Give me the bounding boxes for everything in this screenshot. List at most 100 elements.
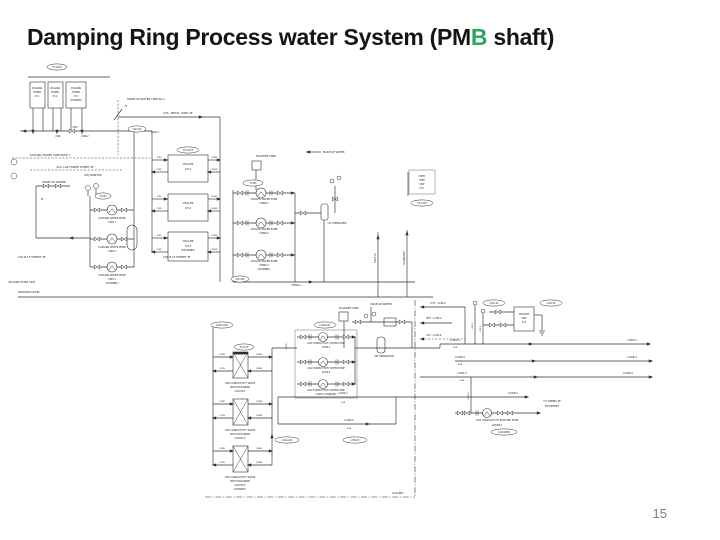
title-suffix: shaft): [487, 24, 555, 50]
svg-text:CHILLED WATER PUMP: CHILLED WATER PUMP: [251, 228, 278, 231]
svg-text:CHWP-2: CHWP-2: [259, 232, 269, 235]
svg-text:M: M: [41, 198, 43, 201]
svg-text:LCWR-4: LCWR-4: [627, 356, 637, 359]
svg-text:(STANDBY): (STANDBY): [234, 488, 246, 491]
title-prefix: Damping Ring Process water System (PM: [27, 24, 471, 50]
svg-text:TOWER: TOWER: [72, 91, 81, 94]
svg-text:CH-3: CH-3: [185, 244, 192, 248]
svg-text:LCWS: LCWS: [219, 368, 225, 370]
svg-text:HEAT EXCHANGER: HEAT EXCHANGER: [230, 386, 250, 389]
svg-text:CHWS: CHWS: [211, 196, 218, 198]
svg-text:TO TUNNEL RF: TO TUNNEL RF: [543, 400, 561, 403]
svg-text:LCWS: LCWS: [219, 415, 225, 417]
svg-text:LCWR-4: LCWR-4: [623, 372, 633, 375]
svg-text:LCWS-1: LCWS-1: [286, 341, 288, 349]
svg-text:CH-2: CH-2: [185, 206, 192, 210]
svg-text:LCWS-4: LCWS-4: [450, 339, 460, 342]
svg-text:COOLING TOWER YARD ROOF 1: COOLING TOWER YARD ROOF 1: [30, 153, 71, 157]
svg-text:CWR-1: CWR-1: [151, 131, 159, 134]
svg-text:CWS: CWS: [157, 196, 162, 198]
svg-text:CT-1: CT-1: [35, 95, 40, 98]
svg-text:CWP-1: CWP-1: [108, 221, 116, 224]
svg-text:CHILLER: CHILLER: [183, 162, 194, 166]
svg-text:LCW-0456: LCW-0456: [498, 431, 510, 434]
svg-text:65A: 65A: [460, 379, 465, 382]
svg-text:LCWR: LCWR: [219, 354, 225, 356]
svg-text:CWS: CWS: [157, 235, 162, 237]
svg-text:CW-345: CW-345: [236, 278, 246, 281]
svg-text:CWP-2: CWP-2: [108, 250, 116, 253]
svg-text:(STANDBY): (STANDBY): [106, 282, 119, 285]
svg-text:UNIT: UNIT: [419, 183, 425, 186]
svg-text:LCW-HX-1: LCW-HX-1: [235, 390, 246, 393]
svg-text:CWS: CWS: [157, 157, 162, 159]
svg-text:CW-012: CW-012: [133, 128, 143, 131]
svg-text:CF-1: CF-1: [420, 187, 426, 190]
svg-text:(STANDBY): (STANDBY): [181, 248, 195, 252]
svg-text:BLADDER TANK: BLADDER TANK: [339, 306, 359, 310]
svg-text:ACC. LAB TOWER STREET 4F: ACC. LAB TOWER STREET 4F: [56, 165, 94, 169]
svg-text:TI-345: TI-345: [249, 182, 257, 185]
svg-text:CWS: CWS: [72, 126, 78, 129]
svg-text:CHWR: CHWR: [256, 368, 263, 370]
svg-text:COOLING: COOLING: [50, 87, 60, 90]
svg-text:CHWP-3: CHWP-3: [259, 264, 269, 267]
svg-text:AIR SEPARATOR: AIR SEPARATOR: [374, 354, 394, 358]
svg-text:MAKE-UP WATER: MAKE-UP WATER: [323, 150, 345, 154]
svg-text:COOLING WATER PUMP: COOLING WATER PUMP: [98, 274, 126, 277]
svg-text:(STANDBY): (STANDBY): [70, 99, 82, 102]
svg-text:HEAT EXCHANGER: HEAT EXCHANGER: [230, 433, 250, 436]
svg-text:LCW-A-01: LCW-A-01: [281, 439, 293, 442]
svg-text:CWR: CWR: [157, 169, 162, 171]
svg-text:LCW-S: LCW-S: [472, 322, 474, 329]
svg-text:LCWS-4: LCWS-4: [627, 339, 637, 342]
svg-text:LOW CONDUCTIVITY WATER PUMP: LOW CONDUCTIVITY WATER PUMP: [307, 367, 345, 370]
svg-text:25A: 25A: [453, 346, 458, 349]
page-number: 15: [652, 506, 667, 521]
svg-text:CHWR: CHWR: [256, 415, 263, 417]
svg-text:CHILLED WATER PUMP: CHILLED WATER PUMP: [251, 198, 278, 201]
svg-text:LCW-0123: LCW-0123: [216, 324, 228, 327]
svg-text:(STANDBY): (STANDBY): [258, 268, 271, 271]
svg-text:CHEM.: CHEM.: [418, 175, 425, 178]
svg-text:LCW-02: LCW-02: [351, 439, 360, 442]
svg-text:50A: 50A: [341, 401, 346, 404]
svg-text:LCWR-2: LCWR-2: [344, 419, 354, 422]
svg-text:ION EXCH: ION EXCH: [519, 313, 530, 316]
svg-text:LCWP-3 (STANDBY): LCWP-3 (STANDBY): [316, 393, 337, 396]
svg-text:KLY : LCW-4: KLY : LCW-4: [427, 333, 442, 337]
svg-text:LCWP-1: LCWP-1: [322, 346, 331, 349]
svg-text:GALLERY: GALLERY: [392, 491, 404, 495]
svg-text:MAKE-UP WATER: MAKE-UP WATER: [370, 302, 392, 306]
svg-text:CWR: CWR: [157, 249, 162, 251]
svg-text:CT-0123: CT-0123: [52, 66, 62, 69]
svg-text:LCW-HX-2: LCW-HX-2: [235, 437, 246, 440]
svg-text:IX-1: IX-1: [522, 321, 527, 324]
svg-text:CHL B-1F STREET 4F: CHL B-1F STREET 4F: [163, 255, 191, 259]
svg-text:LCW-R: LCW-R: [480, 325, 482, 332]
svg-text:LOW CONDUCTIVITY WATER PUMP: LOW CONDUCTIVITY WATER PUMP: [307, 342, 345, 345]
svg-text:COOLING: COOLING: [32, 87, 42, 90]
svg-text:LCWR-4: LCWR-4: [455, 356, 465, 359]
svg-text:CHWR-1: CHWR-1: [291, 284, 301, 287]
svg-text:CWR-2: CWR-2: [81, 135, 89, 138]
svg-text:CHWR: CHWR: [211, 169, 218, 171]
svg-text:CH-0123: CH-0123: [183, 149, 194, 152]
svg-text:TOWER: TOWER: [33, 91, 42, 94]
svg-text:UV STERILIZER: UV STERILIZER: [328, 221, 347, 225]
svg-text:CHWR: CHWR: [256, 462, 263, 464]
svg-text:TI-012: TI-012: [99, 195, 107, 198]
svg-text:COOLING WATER PUMP: COOLING WATER PUMP: [98, 217, 126, 220]
svg-text:LOW CONDUCTIVITY WATER: LOW CONDUCTIVITY WATER: [225, 429, 256, 432]
svg-text:FEED: FEED: [419, 179, 425, 182]
title-highlight: B: [470, 24, 488, 50]
svg-text:CHWS: CHWS: [256, 354, 263, 356]
svg-text:LOW CONDUCTIVITY WATER: LOW CONDUCTIVITY WATER: [225, 382, 256, 385]
svg-text:C3F : LCW-4: C3F : LCW-4: [430, 301, 446, 305]
svg-text:LCW-HX-3: LCW-HX-3: [235, 484, 246, 487]
svg-text:UNIT: UNIT: [521, 317, 527, 320]
svg-text:BLADDER TANK: BLADDER TANK: [256, 154, 276, 158]
svg-text:BLOWDOWN: BLOWDOWN: [403, 251, 406, 265]
svg-text:LOW CONDUCTIVITY WATER PUMP: LOW CONDUCTIVITY WATER PUMP: [307, 389, 345, 392]
page-title: Damping Ring Process water System (PMB s…: [27, 24, 554, 51]
